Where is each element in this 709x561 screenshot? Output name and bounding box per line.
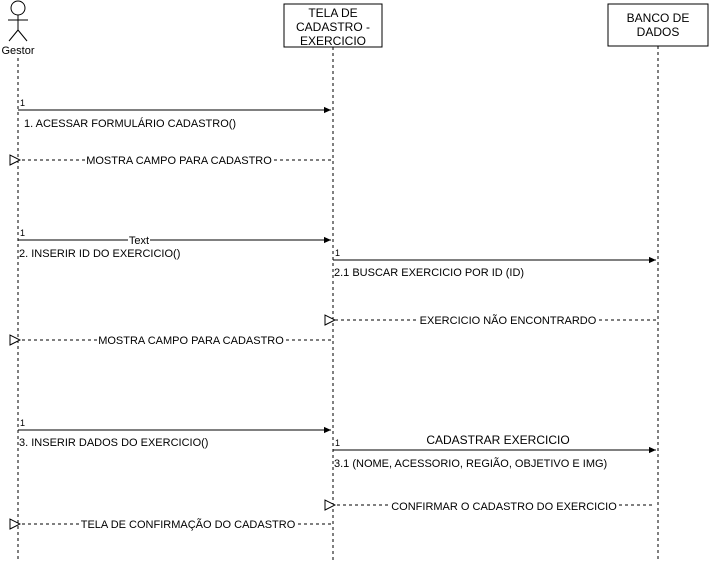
participant-label-line2: DADOS xyxy=(637,25,680,39)
label-background xyxy=(128,235,150,245)
return-label: CONFIRMAR O CADASTRO DO EXERCICIO xyxy=(391,501,617,513)
participant-label-line2: CADASTRO - xyxy=(296,20,370,34)
participant-banco-dados: BANCO DE DADOS xyxy=(607,3,709,47)
return-exercicio-nao-encontrado: EXERCICIO NÃO ENCONTRARDO xyxy=(335,314,656,327)
message-label: 3. INSERIR DADOS DO EXERCICIO() xyxy=(19,437,208,449)
message-acessar-formulario: 1 1. ACESSAR FORMULÁRIO CADASTRO() xyxy=(18,98,331,130)
actor-right-leg xyxy=(17,29,28,42)
label-background xyxy=(97,334,285,346)
message-buscar-exercicio: 1 2.1 BUSCAR EXERCICIO POR ID (ID) xyxy=(333,248,656,279)
actor-left-leg xyxy=(8,29,19,42)
participant-tela-cadastro: TELA DE CADASTRO - EXERCICIO xyxy=(283,3,383,48)
return-label: MOSTRA CAMPO PARA CADASTRO xyxy=(98,335,284,347)
message-number: 1 xyxy=(20,98,25,108)
return-mostra-campo-1: MOSTRA CAMPO PARA CADASTRO xyxy=(20,154,331,167)
message-cadastrar-exercicio: CADASTRAR EXERCICIO 1 3.1 (NOME, ACESSOR… xyxy=(333,433,656,470)
message-inserir-id: Text 1 2. INSERIR ID DO EXERCICIO() xyxy=(18,228,331,260)
participant-label-line3: EXERCICIO xyxy=(300,34,366,48)
message-number: 1 xyxy=(335,438,340,448)
return-label: TELA DE CONFIRMAÇÃO DO CADASTRO xyxy=(81,518,296,531)
participant-box xyxy=(607,3,709,47)
return-label: EXERCICIO NÃO ENCONTRARDO xyxy=(420,314,597,327)
participant-label-line1: TELA DE xyxy=(308,6,357,20)
message-overlay-label: CADASTRAR EXERCICIO xyxy=(426,433,569,447)
participant-label-line1: BANCO DE xyxy=(627,11,690,25)
actor-gestor: Gestor xyxy=(1,0,35,57)
message-label: 2. INSERIR ID DO EXERCICIO() xyxy=(19,248,180,260)
participant-box xyxy=(283,3,383,48)
message-label: 1. ACESSAR FORMULÁRIO CADASTRO() xyxy=(24,117,236,130)
message-label: 2.1 BUSCAR EXERCICIO POR ID (ID) xyxy=(334,267,524,279)
label-background xyxy=(80,518,296,530)
actor-label: Gestor xyxy=(1,45,34,57)
message-number: 1 xyxy=(335,248,340,258)
message-number: 1 xyxy=(20,418,25,428)
return-label: MOSTRA CAMPO PARA CADASTRO xyxy=(86,155,272,167)
message-inserir-dados: 1 3. INSERIR DADOS DO EXERCICIO() xyxy=(18,418,331,449)
label-background xyxy=(419,314,597,326)
label-background xyxy=(391,500,618,512)
return-mostra-campo-2: MOSTRA CAMPO PARA CADASTRO xyxy=(20,334,331,347)
return-confirmar-cadastro: CONFIRMAR O CADASTRO DO EXERCICIO xyxy=(335,500,652,513)
return-tela-confirmacao: TELA DE CONFIRMAÇÃO DO CADASTRO xyxy=(20,518,331,531)
actor-head xyxy=(10,0,26,16)
message-overlay-label: Text xyxy=(129,235,149,247)
message-label: 3.1 (NOME, ACESSORIO, REGIÃO, OBJETIVO E… xyxy=(334,457,607,470)
label-background xyxy=(86,154,273,166)
message-number: 1 xyxy=(20,228,25,238)
